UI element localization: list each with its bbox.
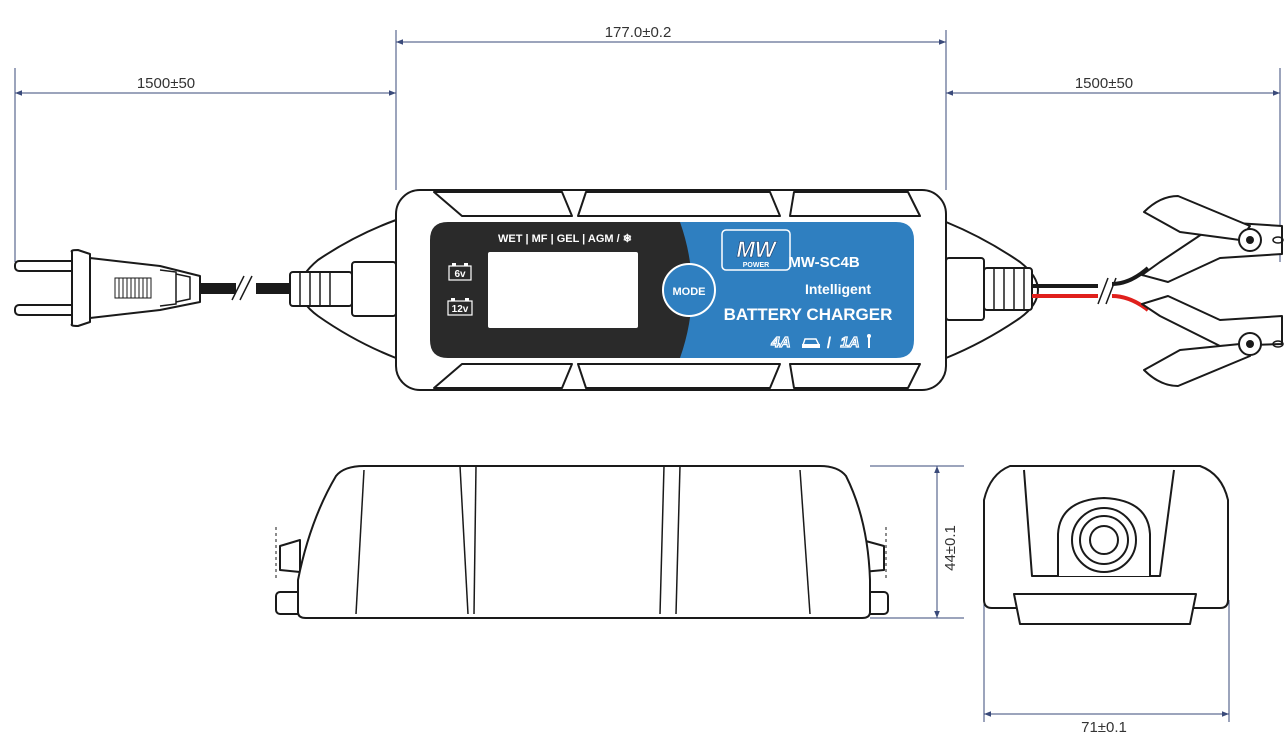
lcd-display [488, 252, 638, 328]
plug-grip [114, 277, 152, 299]
battery-types-label: WET | MF | GEL | AGM / ❄ [498, 233, 632, 245]
mains-plug [14, 249, 201, 327]
rating-moto-label: 1A [840, 334, 859, 351]
logo-mark: MW [736, 237, 777, 262]
red-clamp [1141, 295, 1284, 387]
battery-charger-label: BATTERY CHARGER [724, 305, 893, 324]
dim-body-length: 177.0±0.2 [605, 24, 672, 41]
side-view [275, 465, 889, 619]
voltage-12v-label: 12v [452, 304, 469, 315]
cable-strain-relief-right [945, 221, 1039, 359]
mode-button[interactable]: MODE [662, 263, 716, 317]
model-label: MW-SC4B [788, 254, 860, 271]
motorcycle-icon [867, 334, 871, 348]
end-view [983, 465, 1229, 625]
dim-height: 44±0.1 [942, 525, 959, 571]
mode-button-label: MODE [673, 286, 706, 298]
mw-power-logo: MW POWER [721, 229, 791, 271]
output-cables [1032, 266, 1150, 312]
voltage-6v-label: 6v [454, 269, 466, 280]
battery-12v-icon [447, 298, 473, 316]
rating-car-label: 4A [770, 334, 790, 351]
logo-sub: POWER [743, 262, 769, 269]
dim-width: 71±0.1 [1081, 719, 1127, 736]
dim-cable-right: 1500±50 [1075, 75, 1133, 92]
dimension-lines [14, 30, 1281, 722]
dim-cable-left: 1500±50 [137, 75, 195, 92]
cable-strain-relief-left [289, 219, 397, 359]
intelligent-label: Intelligent [805, 281, 871, 297]
black-clamp [1141, 195, 1284, 283]
rating-separator: / [827, 335, 832, 352]
mains-cable [200, 275, 290, 301]
car-icon [802, 338, 821, 348]
battery-6v-icon [448, 263, 472, 281]
